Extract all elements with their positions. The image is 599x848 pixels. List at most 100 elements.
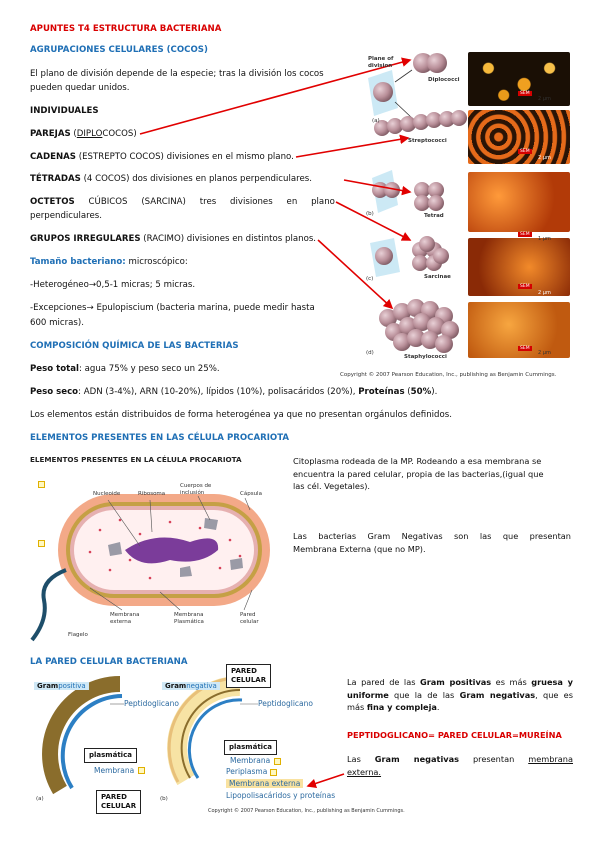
heterogeneo-line: -Heterogéneo→0,5-1 micras; 5 micras. xyxy=(30,280,196,290)
streptococci-label: Streptococci xyxy=(408,138,447,144)
label-membrana-externa: Membrana externa xyxy=(110,612,140,625)
page-title: APUNTES T4 ESTRUCTURA BACTERIANA xyxy=(30,24,222,34)
label-flagelo: Flagelo xyxy=(68,632,88,638)
arrow-parejas xyxy=(139,57,412,135)
diplococcus-1 xyxy=(413,53,433,73)
sem-badge-5: SEM xyxy=(518,346,532,352)
membrana-externa-label: Membrana externa xyxy=(226,779,304,788)
label-wall-a: (a) xyxy=(36,796,44,802)
label-ribosoma: Ribosoma xyxy=(138,491,166,497)
flagellum xyxy=(30,568,67,642)
plasmatica-box-1: plasmática xyxy=(84,748,137,764)
label-pared-celular: Pared celular xyxy=(240,612,259,625)
sem-badge-4: SEM xyxy=(518,284,532,290)
note-marker-2 xyxy=(38,540,45,547)
micrograph-tetrad xyxy=(468,172,570,232)
prokaryote-cell-figure xyxy=(30,450,280,642)
streptococci-chain xyxy=(374,110,467,136)
arrow-cadenas xyxy=(295,134,410,158)
tetradas-line: TÉTRADAS (4 COCOS) dos divisiones en pla… xyxy=(30,174,312,184)
label-wall-b: (b) xyxy=(160,796,168,802)
gram-negative-outer-membrane xyxy=(167,676,239,783)
lps-label: Lipopolisacáridos y proteínas xyxy=(226,791,336,800)
nucleoid-shape xyxy=(125,537,219,564)
micrograph-diplococci xyxy=(468,52,570,106)
grupos-line: GRUPOS IRREGULARES (RACIMO) divisiones e… xyxy=(30,234,317,244)
section-heading-agrupaciones: AGRUPACIONES CELULARES (COCOS) xyxy=(30,45,208,55)
tetrad-label: Tetrad xyxy=(424,213,444,219)
elementos-line: Los elementos están distribuidos de form… xyxy=(30,410,452,420)
tamano-line: Tamaño bacteriano: microscópico: xyxy=(30,257,188,267)
note-marker-1 xyxy=(38,481,45,488)
pared-celular-box-bottom: PARED CELULAR xyxy=(96,790,142,815)
pared-celular-box-top: PARED CELULAR xyxy=(226,664,272,689)
arrow-membrana-externa xyxy=(306,773,345,789)
sem-badge-1: SEM xyxy=(518,91,532,97)
gram-negative-label: Gramnegativa xyxy=(162,682,220,691)
membrana-label-1: Membrana xyxy=(94,766,135,775)
label-nucleoide: Nucleoide xyxy=(93,491,121,497)
gram-positive-label: Grampositiva xyxy=(34,682,89,691)
cell-wall-figure xyxy=(42,675,345,795)
gram-positive-peptidoglycan xyxy=(42,676,121,795)
excepciones-line-2: 600 micras). xyxy=(30,318,84,328)
sem-badge-2: SEM xyxy=(518,149,532,155)
staphylococci-label: Staphylococci xyxy=(404,354,447,360)
excepciones-line-1: -Excepciones→ Epulopiscium (bacteria mar… xyxy=(30,303,315,313)
label-c: (c) xyxy=(366,276,374,282)
wall-paragraph: La pared de las Gram positivas es más gr… xyxy=(347,677,573,713)
label-d: (d) xyxy=(366,350,374,356)
plasmatica-box-2: plasmática xyxy=(224,740,277,756)
intro-line-1: El plano de división depende de la espec… xyxy=(30,69,324,79)
scale-4: 2 μm xyxy=(538,290,551,296)
note-marker-4 xyxy=(274,758,281,765)
section-heading-elementos: ELEMENTOS PRESENTES EN LAS CÉLULA PROCAR… xyxy=(30,433,290,443)
label-b: (b) xyxy=(366,211,374,217)
cell-paragraph-2: Las bacterias Gram Negativas son las que… xyxy=(293,531,571,554)
label-cuerpos: Cuerpos de inclusión xyxy=(180,483,212,496)
scale-5: 2 μm xyxy=(538,350,551,356)
sem-badge-3: SEM xyxy=(518,232,532,238)
label-membrana-plasmatica: Membrana Plasmática xyxy=(174,612,204,625)
staphylococci-cluster xyxy=(379,299,459,353)
peso-seco-line: Peso seco: ADN (3-4%), ARN (10-20%), líp… xyxy=(30,387,438,397)
label-a: (a) xyxy=(372,118,380,124)
peso-total-line: Peso total: agua 75% y peso seco un 25%. xyxy=(30,364,220,374)
peptidoglicano-label-1: Peptidoglicano xyxy=(124,699,179,708)
sarcinae-cluster xyxy=(412,236,449,271)
section-heading-composicion: COMPOSICIÓN QUÍMICA DE LAS BACTERIAS xyxy=(30,341,239,351)
intro-line-2: pueden quedar unidos. xyxy=(30,83,130,93)
scale-3: 1 μm xyxy=(538,236,551,242)
label-capsula: Cápsula xyxy=(240,491,262,497)
peptidoglicano-label-2: Peptidoglicano xyxy=(258,699,313,708)
diplococci-label: Diplococci xyxy=(428,77,460,83)
individuales-label: INDIVIDUALES xyxy=(30,106,99,116)
copyright-2: Copyright © 2007 Pearson Education, Inc.… xyxy=(208,808,405,814)
membrana-label-2: Membrana xyxy=(230,756,271,765)
copyright-1: Copyright © 2007 Pearson Education, Inc.… xyxy=(340,372,557,378)
tetrad-cluster xyxy=(414,182,444,211)
note-marker-5 xyxy=(270,769,277,776)
parejas-line: PAREJAS (DIPLOCOCOS) xyxy=(30,129,137,139)
cell-paragraph-1: Citoplasma rodeada de la MP. Rodeando a … xyxy=(293,456,544,492)
diplococcus-2 xyxy=(427,53,447,73)
micrograph-streptococci xyxy=(468,110,570,164)
section-heading-pared: LA PARED CELULAR BACTERIANA xyxy=(30,657,188,667)
coccus-single xyxy=(373,82,393,102)
gram-negative-membrane xyxy=(187,698,243,779)
cadenas-line: CADENAS (ESTREPTO COCOS) divisiones en e… xyxy=(30,152,294,162)
arrow-tetradas xyxy=(343,179,412,196)
octetos-line-2: perpendiculares. xyxy=(30,211,102,221)
scale-2: 2 μm xyxy=(538,155,551,161)
note-marker-3 xyxy=(138,767,145,774)
cell-figure-title: ELEMENTOS PRESENTES EN LA CÉLULA PROCARI… xyxy=(30,455,242,464)
gram-positive-membrane xyxy=(60,694,123,790)
sarcinae-label: Sarcinae xyxy=(424,274,451,280)
gram-negative-paragraph: Las Gram negativas presentan membrana ex… xyxy=(347,754,573,777)
arrow-grupos xyxy=(317,239,394,310)
arrow-octetos xyxy=(335,201,412,241)
scale-1: 2 μm xyxy=(538,96,551,102)
peptidoglicano-equivalence: PEPTIDOGLICANO= PARED CELULAR=MUREÍNA xyxy=(347,730,562,740)
